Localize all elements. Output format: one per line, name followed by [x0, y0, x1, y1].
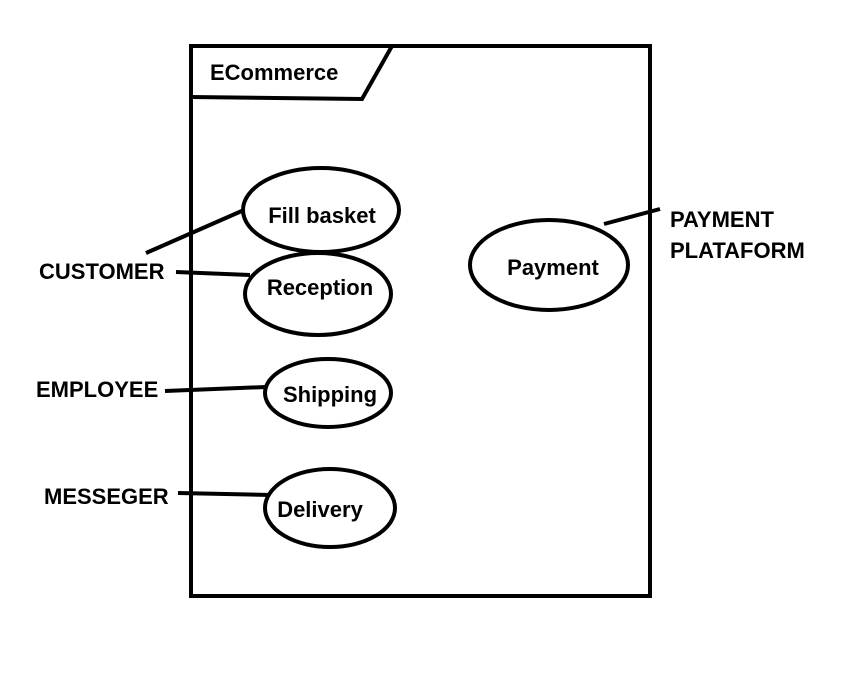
use-case-payment[interactable]: Payment: [468, 218, 630, 312]
actor-messenger: MESSEGER: [44, 484, 169, 509]
use-case-delivery[interactable]: Delivery: [263, 467, 397, 549]
customer-reception-link: [175, 270, 251, 277]
employee-shipping-link: [164, 385, 267, 393]
use-case-shipping-label: Shipping: [283, 382, 377, 407]
messenger-delivery-link: [177, 491, 271, 497]
system-boundary: [189, 44, 652, 598]
actor-customer: CUSTOMER: [39, 259, 165, 284]
use-case-fill-basket-label: Fill basket: [268, 203, 376, 228]
package-title: ECommerce: [210, 60, 338, 85]
actor-payment-platform-line1: PAYMENT: [670, 207, 774, 232]
use-case-fill-basket[interactable]: Fill basket: [241, 166, 401, 254]
package-tab: [190, 45, 394, 102]
use-case-reception[interactable]: Reception: [243, 251, 393, 337]
actor-employee: EMPLOYEE: [36, 377, 158, 402]
use-case-reception-label: Reception: [267, 275, 373, 300]
use-case-delivery-label: Delivery: [277, 497, 363, 522]
actor-payment-platform-line2: PLATAFORM: [670, 238, 805, 263]
payment-platform-link: [603, 207, 661, 226]
customer-fill-basket-link: [145, 208, 245, 255]
use-case-shipping[interactable]: Shipping: [263, 357, 393, 429]
use-case-payment-label: Payment: [507, 255, 599, 280]
